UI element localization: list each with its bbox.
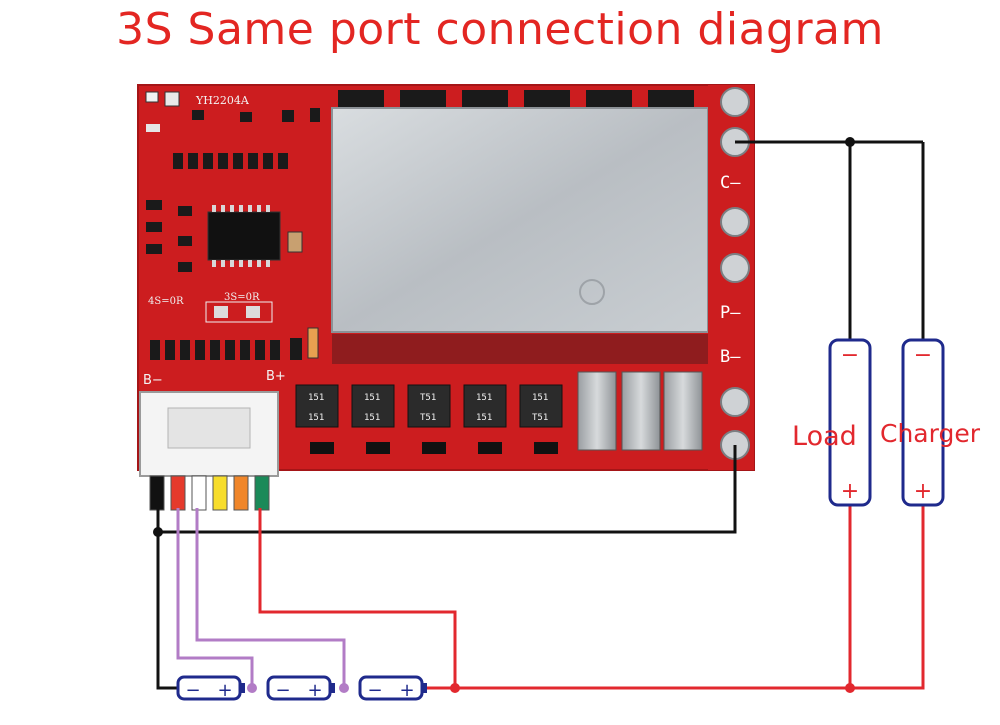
res-code: T51 [420,393,436,403]
jumper-label-4s: 4S=0R [148,296,184,307]
b-plus-pin-label: B+ [266,369,286,384]
wire-balance-b-minus [156,478,178,690]
ic-pins [212,205,270,267]
via-field [332,334,708,364]
mosfet-array [295,384,563,428]
battery-cell-3: − + [358,675,427,701]
cell-1-plus: + [217,680,232,701]
diagram-title: 3S Same port connection diagram [116,4,884,55]
junction-dot [450,683,460,693]
transistor-row [310,442,558,454]
jumper-label-3s: 3S=0R [224,292,260,303]
res-code: 151 [308,393,324,403]
battery-cells: − + − + − + [176,675,427,701]
junction-dot [153,527,163,537]
junction-dot [247,683,257,693]
protection-ic-chip [207,211,281,261]
res-code: 151 [476,393,492,403]
current-plate [621,371,661,451]
balance-wires [149,475,270,511]
load-body [828,338,872,507]
wire-balance-tap-2 [195,508,346,688]
resistor-bank [146,153,288,272]
jumper-pad [246,306,260,318]
res-code: 151 [364,393,380,403]
junction-dot [845,137,855,147]
shield-mark [579,279,605,305]
mosfet-tabs-top [338,90,694,108]
pad-label-p: P— [720,303,741,323]
jumper-pad [214,306,228,318]
junction-dot [339,683,349,693]
load-device: − + [828,338,872,507]
balance-lead-3 [191,475,207,511]
res-code: 151 [476,413,492,423]
res-code: 151 [364,413,380,423]
terminal-pad-p [720,253,750,283]
cell-3-plus: + [399,680,414,701]
current-plate [663,371,703,451]
junction-dots [153,137,855,693]
terminal-pad-b [720,387,750,417]
sense-resistor-labels: 151 151 T51 151 151 151 151 T51 151 T51 [308,393,548,423]
capacitor [287,231,303,253]
cell-2-plus: + [307,680,322,701]
balance-lead-5 [233,475,249,511]
charger-device: − + [901,338,945,507]
wire-balance-b-plus [258,508,457,688]
load-plus-symbol: + [841,479,859,504]
connector-housing-slot [167,407,251,449]
res-code: 151 [308,413,324,423]
balance-lead-6 [254,475,270,511]
wire-balance-tap-1 [176,508,254,688]
balance-connector [139,391,279,477]
charger-label: Charger [880,419,981,448]
charger-plus-symbol: + [914,479,932,504]
res-code: T51 [420,413,436,423]
cell-3-minus: − [367,680,382,701]
cell-2-minus: − [275,680,290,701]
pad-label-b: B— [720,347,741,367]
smd-component [310,108,320,122]
balance-lead-4 [212,475,228,511]
balance-lead-2 [170,475,186,511]
charger-body [901,338,945,507]
junction-dot [845,683,855,693]
smd-component [145,91,159,103]
board-model-label: YH2204A [195,94,250,107]
b-minus-pin-label: B− [143,373,163,388]
cell-1-minus: − [185,680,200,701]
bms-board: YH2204A 4S=0R 3S=0R [137,84,755,471]
res-code: 151 [532,393,548,403]
heatsink-shield [331,107,709,333]
battery-cell-1: − + [176,675,245,701]
battery-cell-2: − + [266,675,335,701]
diode [307,327,319,359]
res-code: T51 [532,413,548,423]
smd-component [146,124,160,132]
charger-minus-symbol: − [914,343,932,368]
current-plate [577,371,617,451]
smd-component [164,91,180,107]
resistor-row [150,338,302,360]
load-label: Load [792,421,857,452]
pad-label-c: C— [720,173,741,193]
terminal-pad-p [720,207,750,237]
jumper-pad [205,301,273,323]
smd-component [282,110,294,122]
smd-component [192,110,204,120]
wire-b-to-battery-negative [158,445,737,534]
smd-component [240,112,252,122]
wire-positive-bus [424,505,925,690]
load-minus-symbol: − [841,343,859,368]
terminal-pad-c [720,87,750,117]
